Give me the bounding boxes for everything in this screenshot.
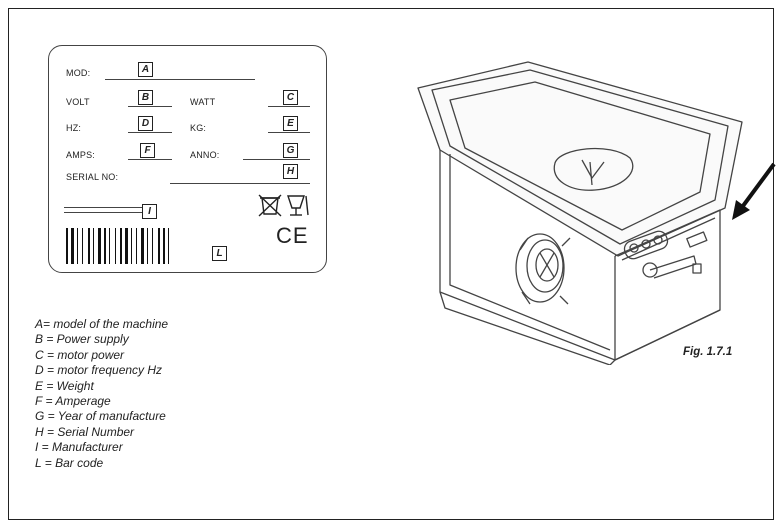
amps-line	[128, 159, 172, 160]
barcode-stripe	[104, 228, 106, 264]
label-volt: VOLT	[66, 97, 90, 107]
label-anno: ANNO:	[190, 150, 220, 160]
label-amps: AMPS:	[66, 150, 96, 160]
kg-line	[268, 132, 310, 133]
manufacturer-line-2	[64, 212, 142, 213]
label-kg: KG:	[190, 123, 207, 133]
box-h: H	[283, 164, 298, 179]
box-l: L	[212, 246, 227, 261]
legend-item: A= model of the machine	[35, 317, 169, 331]
box-c: C	[283, 90, 298, 105]
barcode-stripe	[125, 228, 128, 264]
legend-item: H = Serial Number	[35, 424, 135, 439]
barcode	[66, 228, 211, 264]
figure-label: Fig. 1.7.1	[683, 346, 733, 358]
legend-item: B = Power supply	[35, 332, 129, 347]
disposal-symbols-icon	[258, 194, 309, 217]
label-hz: HZ:	[66, 123, 82, 133]
box-f: F	[140, 143, 155, 158]
legend-item: E = Weight	[35, 378, 94, 393]
box-d: D	[138, 116, 153, 131]
box-g: G	[283, 143, 298, 158]
barcode-stripe	[141, 228, 144, 264]
label-mod: MOD:	[66, 68, 91, 78]
barcode-stripe	[120, 228, 122, 264]
barcode-stripe	[158, 228, 160, 264]
legend-item: C = motor power	[35, 347, 125, 362]
barcode-stripe	[163, 228, 165, 264]
legend-item: I = Manufacturer	[35, 440, 123, 455]
barcode-stripe	[88, 228, 90, 264]
barcode-stripe	[82, 228, 83, 264]
mod-line	[105, 79, 255, 80]
barcode-stripe	[168, 228, 169, 264]
label-watt: WATT	[190, 97, 216, 107]
legend-item: D = motor frequency Hz	[35, 363, 163, 378]
barcode-stripe	[77, 228, 78, 264]
barcode-stripe	[115, 228, 116, 264]
barcode-stripe	[136, 228, 137, 264]
barcode-stripe	[147, 228, 148, 264]
barcode-stripe	[71, 228, 74, 264]
legend-item: F = Amperage	[35, 394, 111, 409]
label-serial: SERIAL NO:	[66, 172, 119, 182]
barcode-stripe	[98, 228, 101, 264]
barcode-stripe	[152, 228, 153, 264]
legend-item: G = Year of manufacture	[35, 409, 166, 424]
meat-mincer-illustration	[417, 61, 743, 365]
barcode-stripe	[109, 228, 110, 264]
box-b: B	[138, 90, 153, 105]
watt-line	[268, 106, 310, 107]
barcode-stripe	[131, 228, 132, 264]
arrow-icon	[732, 162, 776, 220]
manufacturer-line-1	[64, 207, 142, 208]
barcode-stripe	[93, 228, 94, 264]
ce-mark: CE	[276, 223, 309, 248]
hz-line	[128, 132, 172, 133]
legend-item: L = Bar code	[35, 455, 104, 470]
anno-line	[243, 159, 310, 160]
box-e: E	[283, 116, 298, 131]
box-a: A	[138, 62, 153, 77]
barcode-stripe	[66, 228, 68, 264]
volt-line	[128, 106, 172, 107]
rating-plate	[48, 45, 327, 273]
serial-line	[170, 183, 310, 184]
box-i: I	[142, 204, 157, 219]
